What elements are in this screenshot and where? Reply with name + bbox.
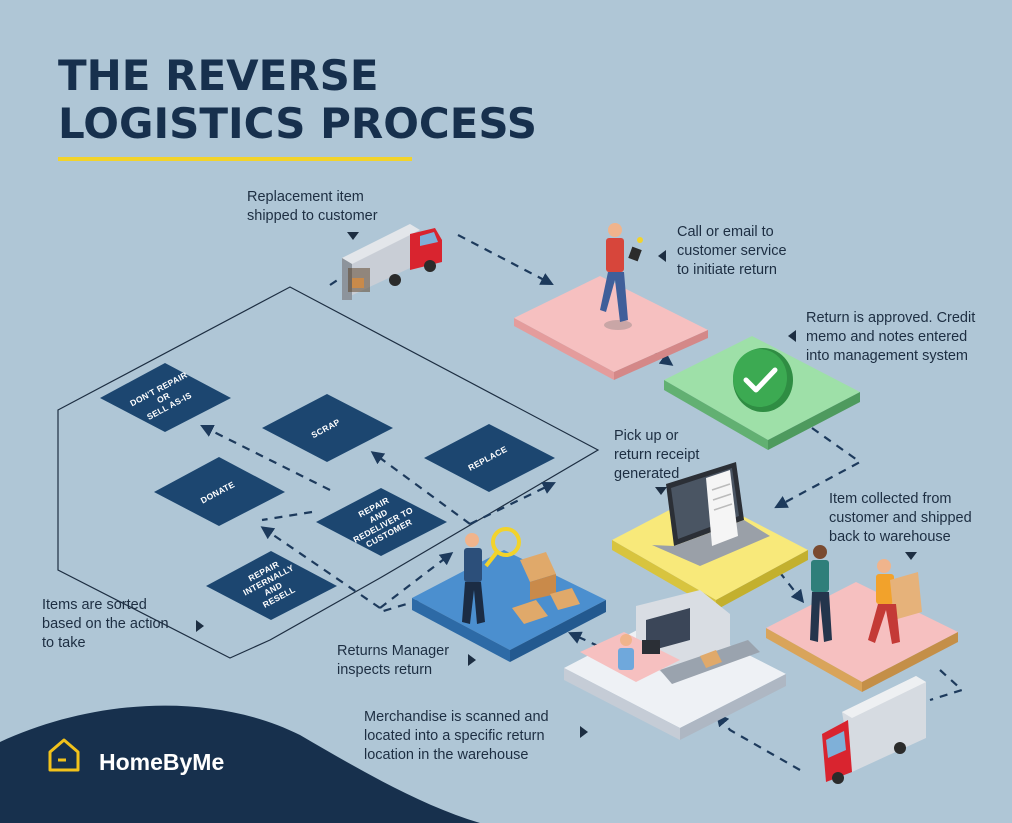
box-repair-redeliver bbox=[316, 488, 447, 556]
label-replacement: Replacement item shipped to customer bbox=[247, 189, 378, 224]
delivery-people-icon bbox=[810, 545, 922, 644]
sorting-area-outline bbox=[57, 286, 600, 659]
box-repair-resell bbox=[206, 551, 337, 620]
house-logo-icon bbox=[48, 738, 80, 772]
title-line-1: THE REVERSE bbox=[58, 51, 379, 100]
arrow-approved-to-item bbox=[774, 427, 863, 509]
pointer-collected bbox=[905, 552, 917, 560]
arrow-truck-to-scanner bbox=[715, 712, 801, 771]
pointer-call bbox=[658, 250, 666, 262]
laptop-receipt-icon bbox=[652, 462, 770, 566]
pointer-sorted bbox=[196, 620, 204, 632]
label-approved: Return is approved. Credit memo and note… bbox=[806, 310, 976, 364]
scanner-desk-icon bbox=[580, 590, 760, 684]
title-underline bbox=[58, 157, 412, 161]
magnifier-person-icon bbox=[462, 527, 580, 624]
box-replace bbox=[424, 424, 555, 492]
person-phone-icon bbox=[600, 223, 643, 330]
label-call: Call or email to customer service to ini… bbox=[677, 224, 787, 278]
arrow-sort-3 bbox=[370, 451, 471, 525]
arrow-collected-to-truck bbox=[929, 669, 965, 702]
label-collected: Item collected from customer and shipped… bbox=[829, 491, 972, 545]
arrow-sort-1 bbox=[261, 510, 313, 522]
footer-wave bbox=[0, 705, 480, 823]
arrow-truck-to-call bbox=[457, 234, 554, 286]
pointer-approved bbox=[788, 330, 796, 342]
inspect-platform bbox=[412, 550, 606, 662]
title-line-2: LOGISTICS PROCESS bbox=[58, 99, 538, 148]
box-scrap bbox=[262, 394, 393, 462]
box-dont-repair bbox=[100, 363, 231, 432]
label-inspects: Returns Manager inspects return bbox=[337, 643, 450, 678]
page-title: THE REVERSE LOGISTICS PROCESS bbox=[58, 52, 537, 148]
brand-name[interactable]: HomeByMe bbox=[99, 749, 225, 775]
label-scanned: Merchandise is scanned and located into … bbox=[364, 709, 549, 763]
pointer-replacement bbox=[347, 232, 359, 240]
delivery-truck-icon bbox=[822, 676, 926, 784]
label-pointers bbox=[196, 232, 917, 738]
pointer-pickup bbox=[655, 487, 667, 495]
action-boxes bbox=[100, 363, 555, 620]
collected-platform bbox=[766, 582, 958, 692]
label-sorted: Items are sorted based on the action to … bbox=[42, 597, 169, 651]
pointer-inspects bbox=[468, 654, 476, 666]
label-pickup: Pick up or return receipt generated bbox=[614, 428, 700, 482]
pointer-scanned bbox=[580, 726, 588, 738]
truck-icon bbox=[342, 224, 442, 300]
box-donate bbox=[154, 457, 285, 526]
check-icon bbox=[733, 348, 793, 412]
